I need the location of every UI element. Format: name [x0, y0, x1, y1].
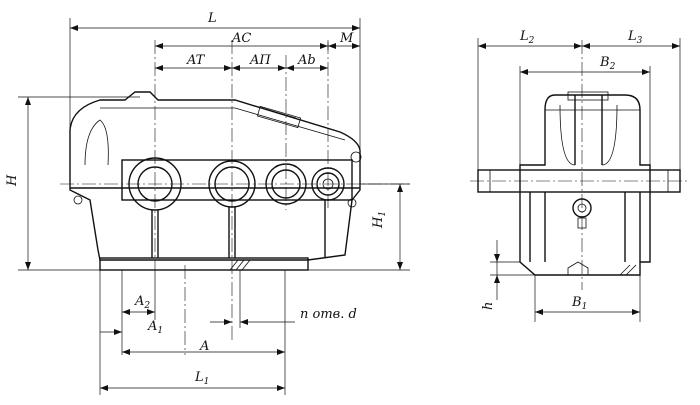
dimension-labels: L AC M AT AП Ab H H1 A2 A1 A L1 n отв. d… — [5, 11, 643, 387]
label-AC: AC — [231, 31, 251, 46]
label-n-otv-d: n отв. d — [300, 307, 357, 322]
label-A1: A1 — [147, 319, 163, 336]
label-B2: B2 — [599, 55, 616, 72]
label-B1: B1 — [571, 295, 587, 312]
label-AT: AT — [186, 53, 206, 68]
label-L2: L2 — [519, 29, 535, 46]
label-L3: L3 — [627, 29, 643, 46]
ribs — [151, 200, 326, 258]
side-top-cover — [567, 91, 609, 101]
side-view — [470, 40, 690, 290]
label-h: h — [481, 302, 496, 310]
inspection-cover — [256, 105, 302, 129]
side-dimensions — [477, 38, 681, 322]
label-AP: AП — [249, 53, 271, 68]
housing-outline — [69, 91, 361, 261]
front-dimensions — [18, 18, 410, 395]
left-end-cover — [84, 119, 109, 166]
base-plate — [99, 257, 309, 271]
label-H1: H1 — [371, 211, 388, 229]
label-M: M — [339, 31, 354, 46]
label-L: L — [207, 11, 217, 26]
label-A: A — [199, 339, 209, 354]
label-L1: L1 — [194, 370, 209, 387]
label-Ab: Ab — [297, 53, 316, 68]
label-H: H — [5, 174, 20, 187]
side-housing — [519, 94, 651, 276]
front-view — [60, 40, 410, 355]
cover-line — [100, 107, 346, 141]
label-A2: A2 — [134, 294, 150, 311]
